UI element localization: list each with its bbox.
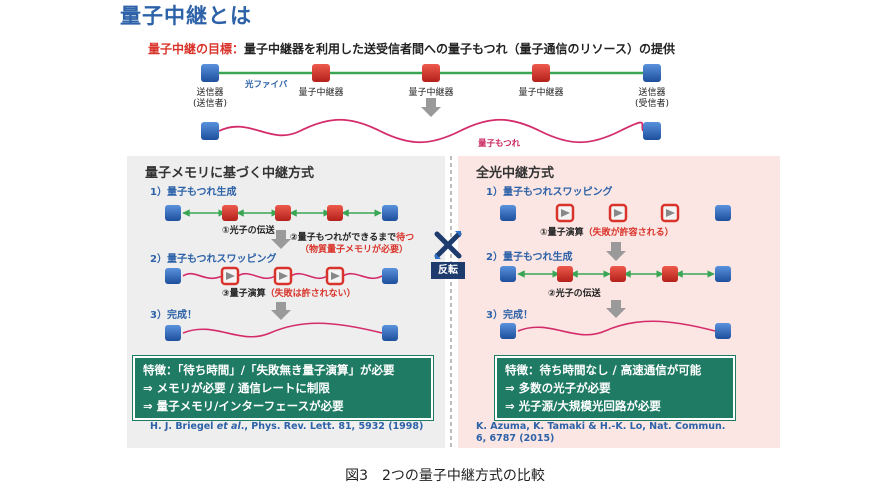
receiver-node (643, 122, 661, 140)
repeater-label: 量子中継器 (518, 88, 564, 98)
down-arrow-icon (271, 302, 291, 320)
right-reference: K. Azuma, K. Tamaki & H.-K. Lo, Nat. Com… (476, 421, 726, 444)
down-arrow-icon (271, 230, 291, 249)
repeater-label: 量子中継器 (408, 88, 454, 98)
repeater-node (422, 64, 440, 82)
goal-text: 量子中継器を利用した送受信者間への量子もつれ（量子通信のリソース）の提供 (244, 42, 675, 56)
left-photon-transfer: ①光子の伝送 (222, 226, 275, 236)
reverse-icon (434, 231, 462, 259)
right-step2: 2）量子もつれ生成 (486, 252, 573, 263)
left-wait-note: ②量子もつれができるまで待つ （物質量子メモリが必要） (290, 233, 415, 255)
left-step1: 1）量子もつれ生成 (150, 187, 237, 198)
left-step2: 2）量子もつれスワッピング (150, 254, 277, 265)
right-step1: 1）量子もつれスワッピング (486, 187, 613, 198)
sender-node (201, 122, 219, 140)
repeater-label: 量子中継器 (298, 88, 344, 98)
page-title: 量子中継とは (120, 4, 252, 28)
entanglement-wave (218, 118, 644, 144)
sender-label: 送信器(送信者) (192, 88, 228, 109)
goal-label: 量子中継の目標： (148, 42, 245, 56)
receiver-node (643, 64, 661, 82)
repeater-node (532, 64, 550, 82)
down-arrow-icon (606, 242, 626, 261)
receiver-label: 送信器(受信者) (634, 88, 670, 109)
reverse-label: 反転 (431, 262, 465, 279)
right-step3: 3）完成！ (486, 310, 533, 321)
left-panel-title: 量子メモリに基づく中継方式 (145, 166, 315, 181)
goal-statement: 量子中継の目標：量子中継器を利用した送受信者間への量子もつれ（量子通信のリソース… (148, 40, 675, 57)
down-arrow-icon (421, 98, 441, 117)
sender-node (201, 64, 219, 82)
repeater-node (312, 64, 330, 82)
entanglement-label: 量子もつれ (478, 139, 521, 149)
figure-caption: 図3 2つの量子中継方式の比較 (345, 468, 545, 484)
left-features-box: 特徴：「待ち時間」/「失敗無き量子演算」が必要 ⇒ メモリが必要 / 通信レート… (133, 356, 433, 420)
right-photon-transfer: ②光子の伝送 (548, 289, 601, 299)
left-reference: H. J. Briegel et al., Phys. Rev. Lett. 8… (150, 421, 424, 432)
down-arrow-icon (606, 300, 626, 318)
right-features-box: 特徴：待ち時間なし / 高速通信が可能 ⇒ 多数の光子が必要 ⇒ 光子源/大規模… (495, 356, 735, 420)
left-step3: 3）完成！ (150, 310, 197, 321)
fiber-label: 光ファイバ (245, 80, 288, 90)
left-op-note: ③量子演算（失敗は許されない） (222, 289, 356, 299)
right-panel-title: 全光中継方式 (476, 166, 555, 181)
right-op-note: ①量子演算（失敗が許容される） (540, 228, 674, 238)
